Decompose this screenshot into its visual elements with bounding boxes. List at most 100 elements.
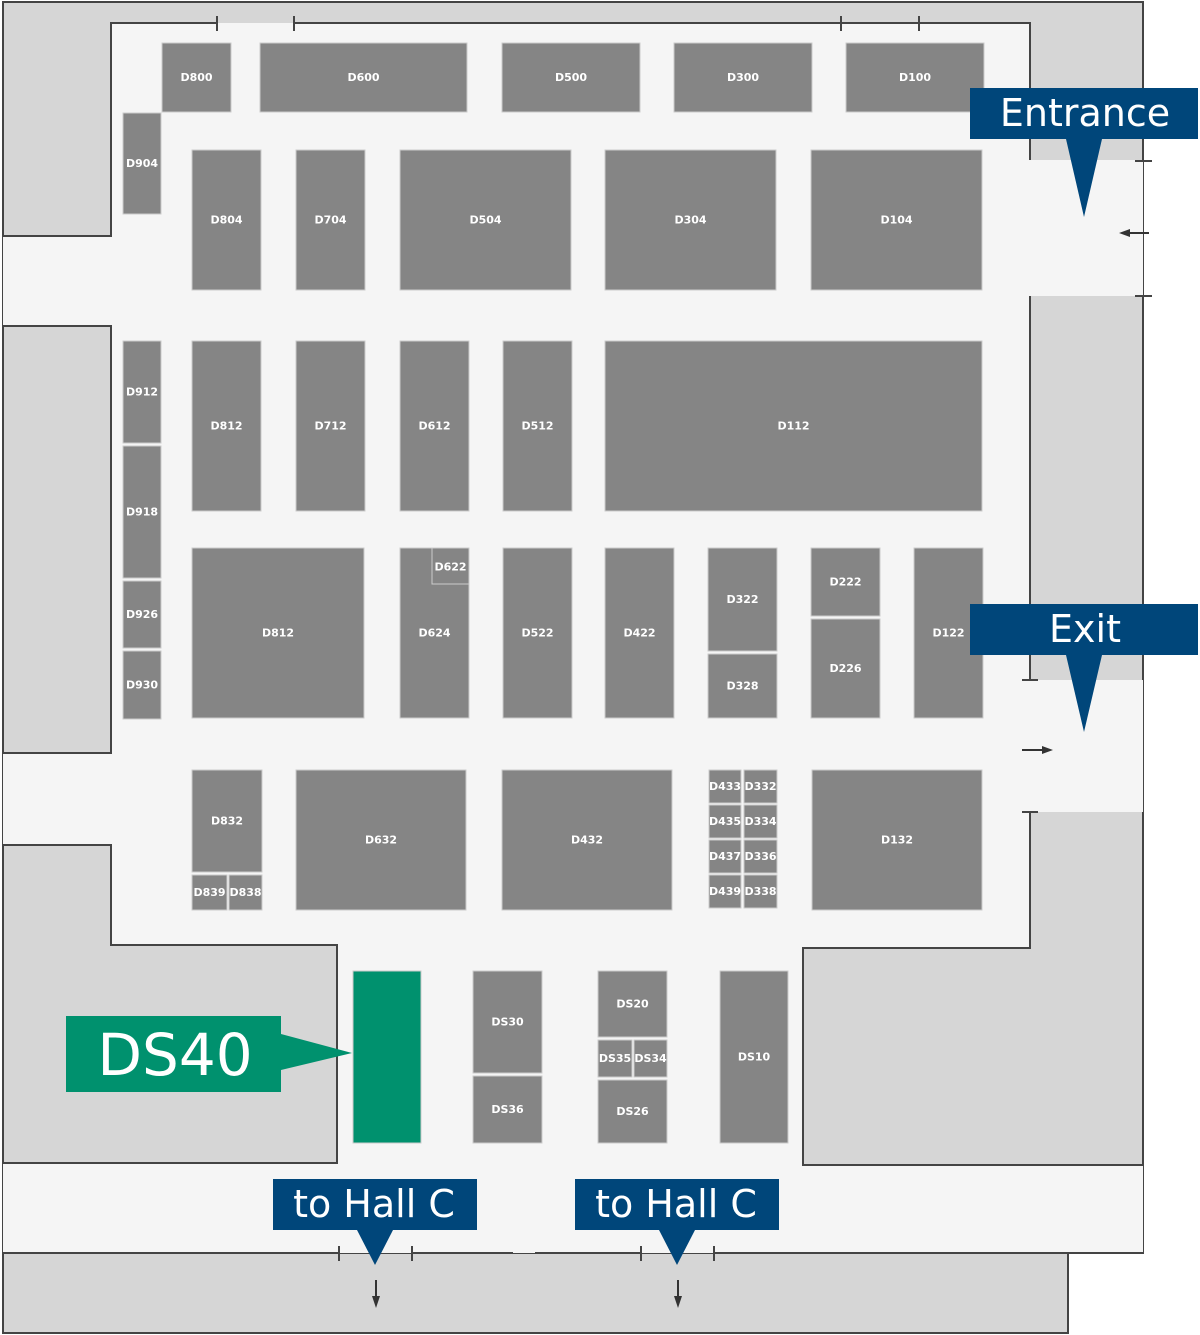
booth-shape[interactable] xyxy=(708,839,742,874)
booth-d338[interactable]: D338 xyxy=(743,874,778,909)
booth-shape[interactable] xyxy=(597,1039,633,1078)
booth-d612[interactable]: D612 xyxy=(399,340,470,512)
booth-shape[interactable] xyxy=(707,547,778,652)
booth-d600[interactable]: D600 xyxy=(259,42,468,113)
booth-shape[interactable] xyxy=(597,1079,668,1144)
booth-ds30[interactable]: DS30 xyxy=(472,970,543,1074)
booth-d622[interactable]: D622 xyxy=(431,547,470,585)
booth-shape[interactable] xyxy=(472,1075,543,1144)
booth-shape[interactable] xyxy=(604,149,777,291)
booth-d839[interactable]: D839 xyxy=(191,874,228,911)
booth-shape[interactable] xyxy=(501,42,641,113)
booth-shape[interactable] xyxy=(743,804,778,839)
booth-d812[interactable]: D812 xyxy=(191,340,262,512)
booth-shape[interactable] xyxy=(295,149,366,291)
booth-shape[interactable] xyxy=(161,42,232,113)
booth-shape[interactable] xyxy=(502,547,573,719)
booth-d435[interactable]: D435 xyxy=(708,804,742,839)
booth-shape[interactable] xyxy=(352,970,422,1144)
booth-shape[interactable] xyxy=(743,839,778,874)
booth-ds36[interactable]: DS36 xyxy=(472,1075,543,1144)
booth-shape[interactable] xyxy=(191,769,263,873)
booth-shape[interactable] xyxy=(122,445,162,579)
booth-shape[interactable] xyxy=(228,874,263,911)
booth-shape[interactable] xyxy=(743,769,778,804)
booth-shape[interactable] xyxy=(295,769,467,911)
booth-d812[interactable]: D812 xyxy=(191,547,365,719)
booth-shape[interactable] xyxy=(191,547,365,719)
booth-d512[interactable]: D512 xyxy=(502,340,573,512)
booth-shape[interactable] xyxy=(295,340,366,512)
booth-d112[interactable]: D112 xyxy=(604,340,983,512)
booth-ds34[interactable]: DS34 xyxy=(633,1039,668,1078)
booth-shape[interactable] xyxy=(719,970,789,1144)
booth-shape[interactable] xyxy=(501,769,673,911)
booth-d433[interactable]: D433 xyxy=(708,769,742,804)
booth-d104[interactable]: D104 xyxy=(810,149,983,291)
booth-shape[interactable] xyxy=(707,653,778,719)
booth-d704[interactable]: D704 xyxy=(295,149,366,291)
booth-shape[interactable] xyxy=(604,340,983,512)
booth-d332[interactable]: D332 xyxy=(743,769,778,804)
booth-d322[interactable]: D322 xyxy=(707,547,778,652)
booth-shape[interactable] xyxy=(673,42,813,113)
booth-d804[interactable]: D804 xyxy=(191,149,262,291)
booth-ds10[interactable]: DS10 xyxy=(719,970,789,1144)
booth-shape[interactable] xyxy=(122,112,162,215)
booth-shape[interactable] xyxy=(191,874,228,911)
booth-shape[interactable] xyxy=(502,340,573,512)
booth-shape[interactable] xyxy=(399,340,470,512)
booth-shape[interactable] xyxy=(708,769,742,804)
booth-ds20[interactable]: DS20 xyxy=(597,970,668,1038)
booth-shape[interactable] xyxy=(191,340,262,512)
booth-ds26[interactable]: DS26 xyxy=(597,1079,668,1144)
booth-shape[interactable] xyxy=(122,650,162,720)
booth-d222[interactable]: D222 xyxy=(810,547,881,617)
booth-d300[interactable]: D300 xyxy=(673,42,813,113)
booth-shape[interactable] xyxy=(743,874,778,909)
booth-shape[interactable] xyxy=(604,547,675,719)
booth-d504[interactable]: D504 xyxy=(399,149,572,291)
booth-shape[interactable] xyxy=(191,149,262,291)
booth-d800[interactable]: D800 xyxy=(161,42,232,113)
booth-d918[interactable]: D918 xyxy=(122,445,162,579)
booth-d712[interactable]: D712 xyxy=(295,340,366,512)
booth-shape[interactable] xyxy=(431,547,470,585)
booth-d334[interactable]: D334 xyxy=(743,804,778,839)
booth-shape[interactable] xyxy=(845,42,985,113)
booth-d328[interactable]: D328 xyxy=(707,653,778,719)
booth-d930[interactable]: D930 xyxy=(122,650,162,720)
booth-shape[interactable] xyxy=(122,580,162,649)
booth-d422[interactable]: D422 xyxy=(604,547,675,719)
booth-shape[interactable] xyxy=(708,804,742,839)
booth-d132[interactable]: D132 xyxy=(811,769,983,911)
booth-d226[interactable]: D226 xyxy=(810,618,881,719)
booth-d439[interactable]: D439 xyxy=(708,874,742,909)
booth-ds40[interactable] xyxy=(352,970,422,1144)
booth-d437[interactable]: D437 xyxy=(708,839,742,874)
booth-shape[interactable] xyxy=(811,769,983,911)
booth-d832[interactable]: D832 xyxy=(191,769,263,873)
booth-d100[interactable]: D100 xyxy=(845,42,985,113)
booth-d336[interactable]: D336 xyxy=(743,839,778,874)
booth-d432[interactable]: D432 xyxy=(501,769,673,911)
booth-d500[interactable]: D500 xyxy=(501,42,641,113)
booth-shape[interactable] xyxy=(633,1039,668,1078)
booth-d912[interactable]: D912 xyxy=(122,340,162,444)
booth-shape[interactable] xyxy=(122,340,162,444)
booth-d522[interactable]: D522 xyxy=(502,547,573,719)
booth-shape[interactable] xyxy=(810,547,881,617)
booth-d926[interactable]: D926 xyxy=(122,580,162,649)
booth-shape[interactable] xyxy=(472,970,543,1074)
booth-shape[interactable] xyxy=(810,149,983,291)
booth-d304[interactable]: D304 xyxy=(604,149,777,291)
booth-shape[interactable] xyxy=(708,874,742,909)
booth-shape[interactable] xyxy=(399,149,572,291)
booth-d904[interactable]: D904 xyxy=(122,112,162,215)
booth-d632[interactable]: D632 xyxy=(295,769,467,911)
booth-ds35[interactable]: DS35 xyxy=(597,1039,633,1078)
booth-shape[interactable] xyxy=(259,42,468,113)
booth-d838[interactable]: D838 xyxy=(228,874,263,911)
booth-shape[interactable] xyxy=(597,970,668,1038)
booth-shape[interactable] xyxy=(810,618,881,719)
